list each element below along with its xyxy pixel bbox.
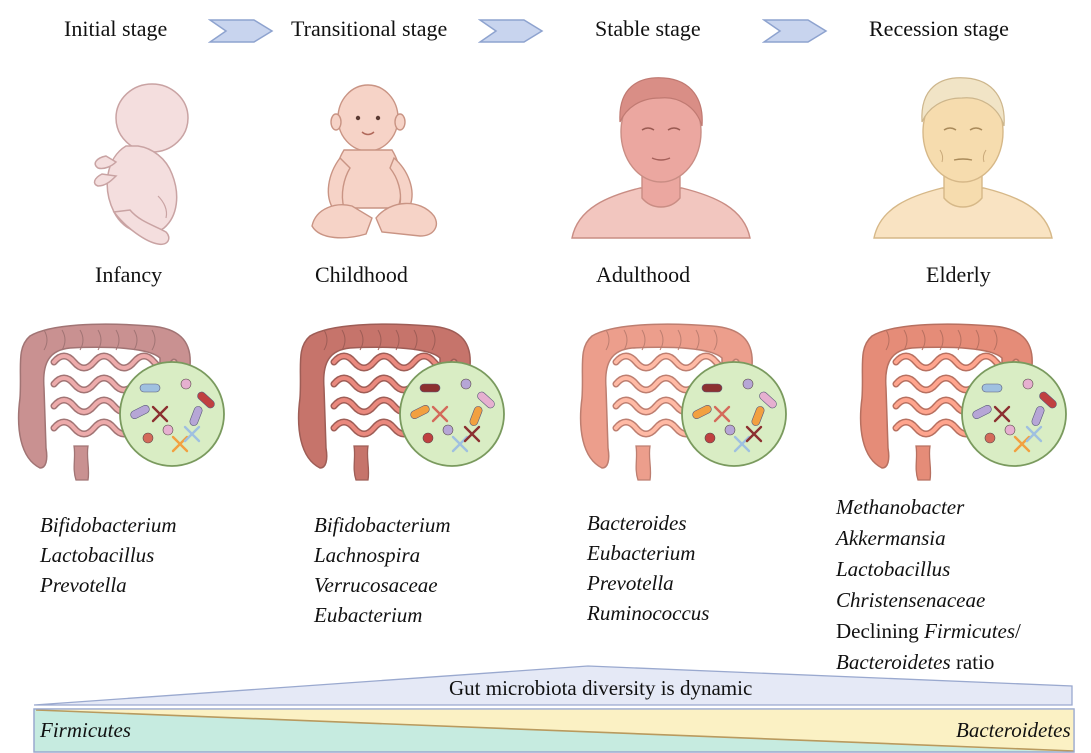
ratio-note: Declining Firmicutes/ — [836, 616, 1021, 647]
gut-microbiota-illustration-infancy — [10, 318, 232, 484]
ratio-note-firmicutes: Firmicutes — [924, 619, 1015, 643]
phyla-ratio-bar — [0, 708, 1091, 753]
taxon-name: Bacteroides — [587, 508, 709, 538]
age-label-adulthood: Adulthood — [596, 262, 690, 288]
taxon-name: Eubacterium — [587, 538, 709, 568]
gut-microbiota-illustration-elderly — [852, 318, 1074, 484]
chevron-arrow-icon — [478, 18, 544, 44]
taxon-name: Ruminococcus — [587, 598, 709, 628]
ratio-note-prefix: Declining — [836, 619, 924, 643]
taxon-name: Christensenaceae — [836, 585, 1021, 616]
bacteroidetes-label: Bacteroidetes — [956, 718, 1071, 743]
chevron-arrow-icon — [208, 18, 274, 44]
taxon-name: Akkermansia — [836, 523, 1021, 554]
taxa-list-adulthood: Bacteroides Eubacterium Prevotella Rumin… — [587, 508, 709, 628]
taxa-list-elderly: Methanobacter Akkermansia Lactobacillus … — [836, 492, 1021, 678]
taxa-list-infancy: Bifidobacterium Lactobacillus Prevotella — [40, 510, 176, 600]
taxon-name: Lactobacillus — [836, 554, 1021, 585]
taxon-name: Verrucosaceae — [314, 570, 450, 600]
taxon-name: Lactobacillus — [40, 540, 176, 570]
taxon-name: Prevotella — [40, 570, 176, 600]
firmicutes-label: Firmicutes — [40, 718, 131, 743]
fetus-illustration — [86, 78, 196, 248]
stage-label-initial: Initial stage — [64, 16, 167, 42]
age-label-elderly: Elderly — [926, 262, 991, 288]
elderly-illustration — [870, 70, 1056, 240]
taxon-name: Lachnospira — [314, 540, 450, 570]
ratio-note-slash: / — [1015, 619, 1021, 643]
gut-microbiota-illustration-childhood — [290, 318, 512, 484]
stage-label-recession: Recession stage — [869, 16, 1009, 42]
chevron-arrow-icon — [762, 18, 828, 44]
age-label-childhood: Childhood — [315, 262, 408, 288]
stage-label-transitional: Transitional stage — [291, 16, 447, 42]
gut-microbiota-illustration-adulthood — [572, 318, 794, 484]
taxon-name: Bifidobacterium — [40, 510, 176, 540]
taxon-name: Methanobacter — [836, 492, 1021, 523]
taxa-list-childhood: Bifidobacterium Lachnospira Verrucosacea… — [314, 510, 450, 630]
adult-illustration — [568, 70, 754, 240]
taxon-name: Eubacterium — [314, 600, 450, 630]
age-label-infancy: Infancy — [95, 262, 162, 288]
stage-label-stable: Stable stage — [595, 16, 701, 42]
taxon-name: Bifidobacterium — [314, 510, 450, 540]
child-illustration — [306, 78, 446, 246]
diversity-label: Gut microbiota diversity is dynamic — [449, 676, 752, 701]
taxon-name: Prevotella — [587, 568, 709, 598]
